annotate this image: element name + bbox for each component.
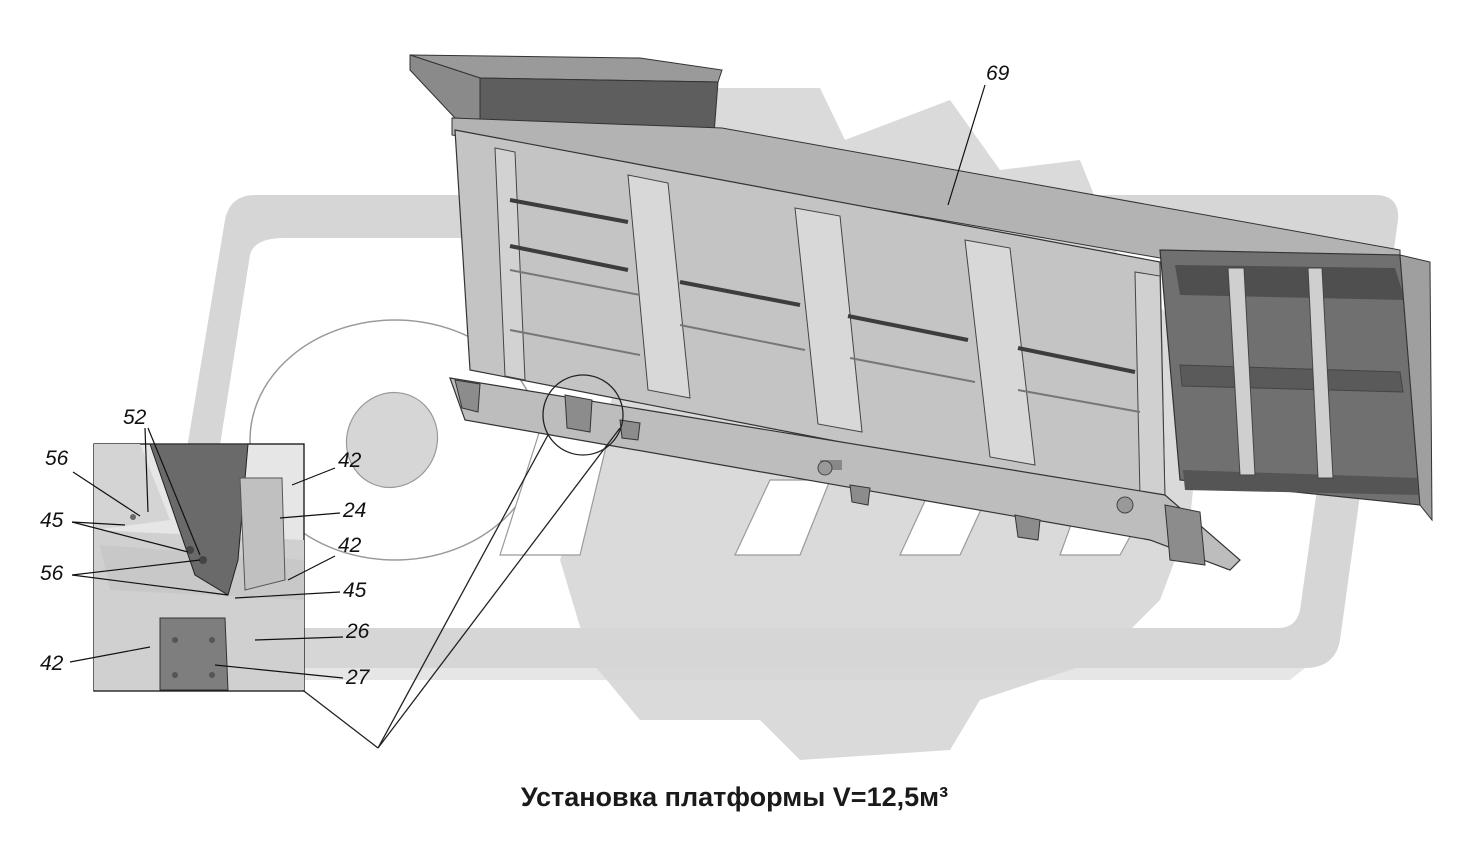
label-69: 69 bbox=[986, 62, 1010, 85]
stiffener-3 bbox=[794, 207, 863, 433]
detail-marker-circle bbox=[542, 374, 624, 456]
stiffener-2 bbox=[627, 174, 691, 399]
part-labels: 69 52 56 45 56 42 24 42 45 26 42 27 bbox=[40, 62, 1010, 689]
leader-lines bbox=[69, 84, 986, 679]
stiffener-4 bbox=[964, 239, 1036, 466]
label-42-top: 42 bbox=[338, 449, 362, 472]
label-45-left: 45 bbox=[40, 509, 64, 532]
label-42-mid: 42 bbox=[338, 534, 362, 557]
stiffener-1 bbox=[494, 147, 526, 381]
label-27: 27 bbox=[345, 666, 371, 689]
label-52: 52 bbox=[123, 406, 147, 429]
figure-caption: Установка платформы V=12,5м³ bbox=[520, 782, 949, 812]
tailgate-post-2 bbox=[1307, 267, 1334, 479]
callout-lines bbox=[299, 427, 621, 749]
tailgate-post-1 bbox=[1227, 267, 1256, 476]
dump-platform bbox=[409, 54, 1433, 571]
label-26: 26 bbox=[345, 620, 370, 643]
inset-detail bbox=[93, 443, 305, 692]
inset-bracket bbox=[149, 443, 249, 596]
label-56-bottom: 56 bbox=[40, 562, 64, 585]
label-42-left: 42 bbox=[40, 652, 64, 675]
label-24: 24 bbox=[342, 499, 366, 522]
stiffener-5 bbox=[1134, 271, 1166, 501]
label-45-right: 45 bbox=[343, 579, 367, 602]
label-56-top: 56 bbox=[45, 447, 69, 470]
subframe bbox=[449, 377, 1241, 571]
inset-pad bbox=[159, 617, 229, 691]
